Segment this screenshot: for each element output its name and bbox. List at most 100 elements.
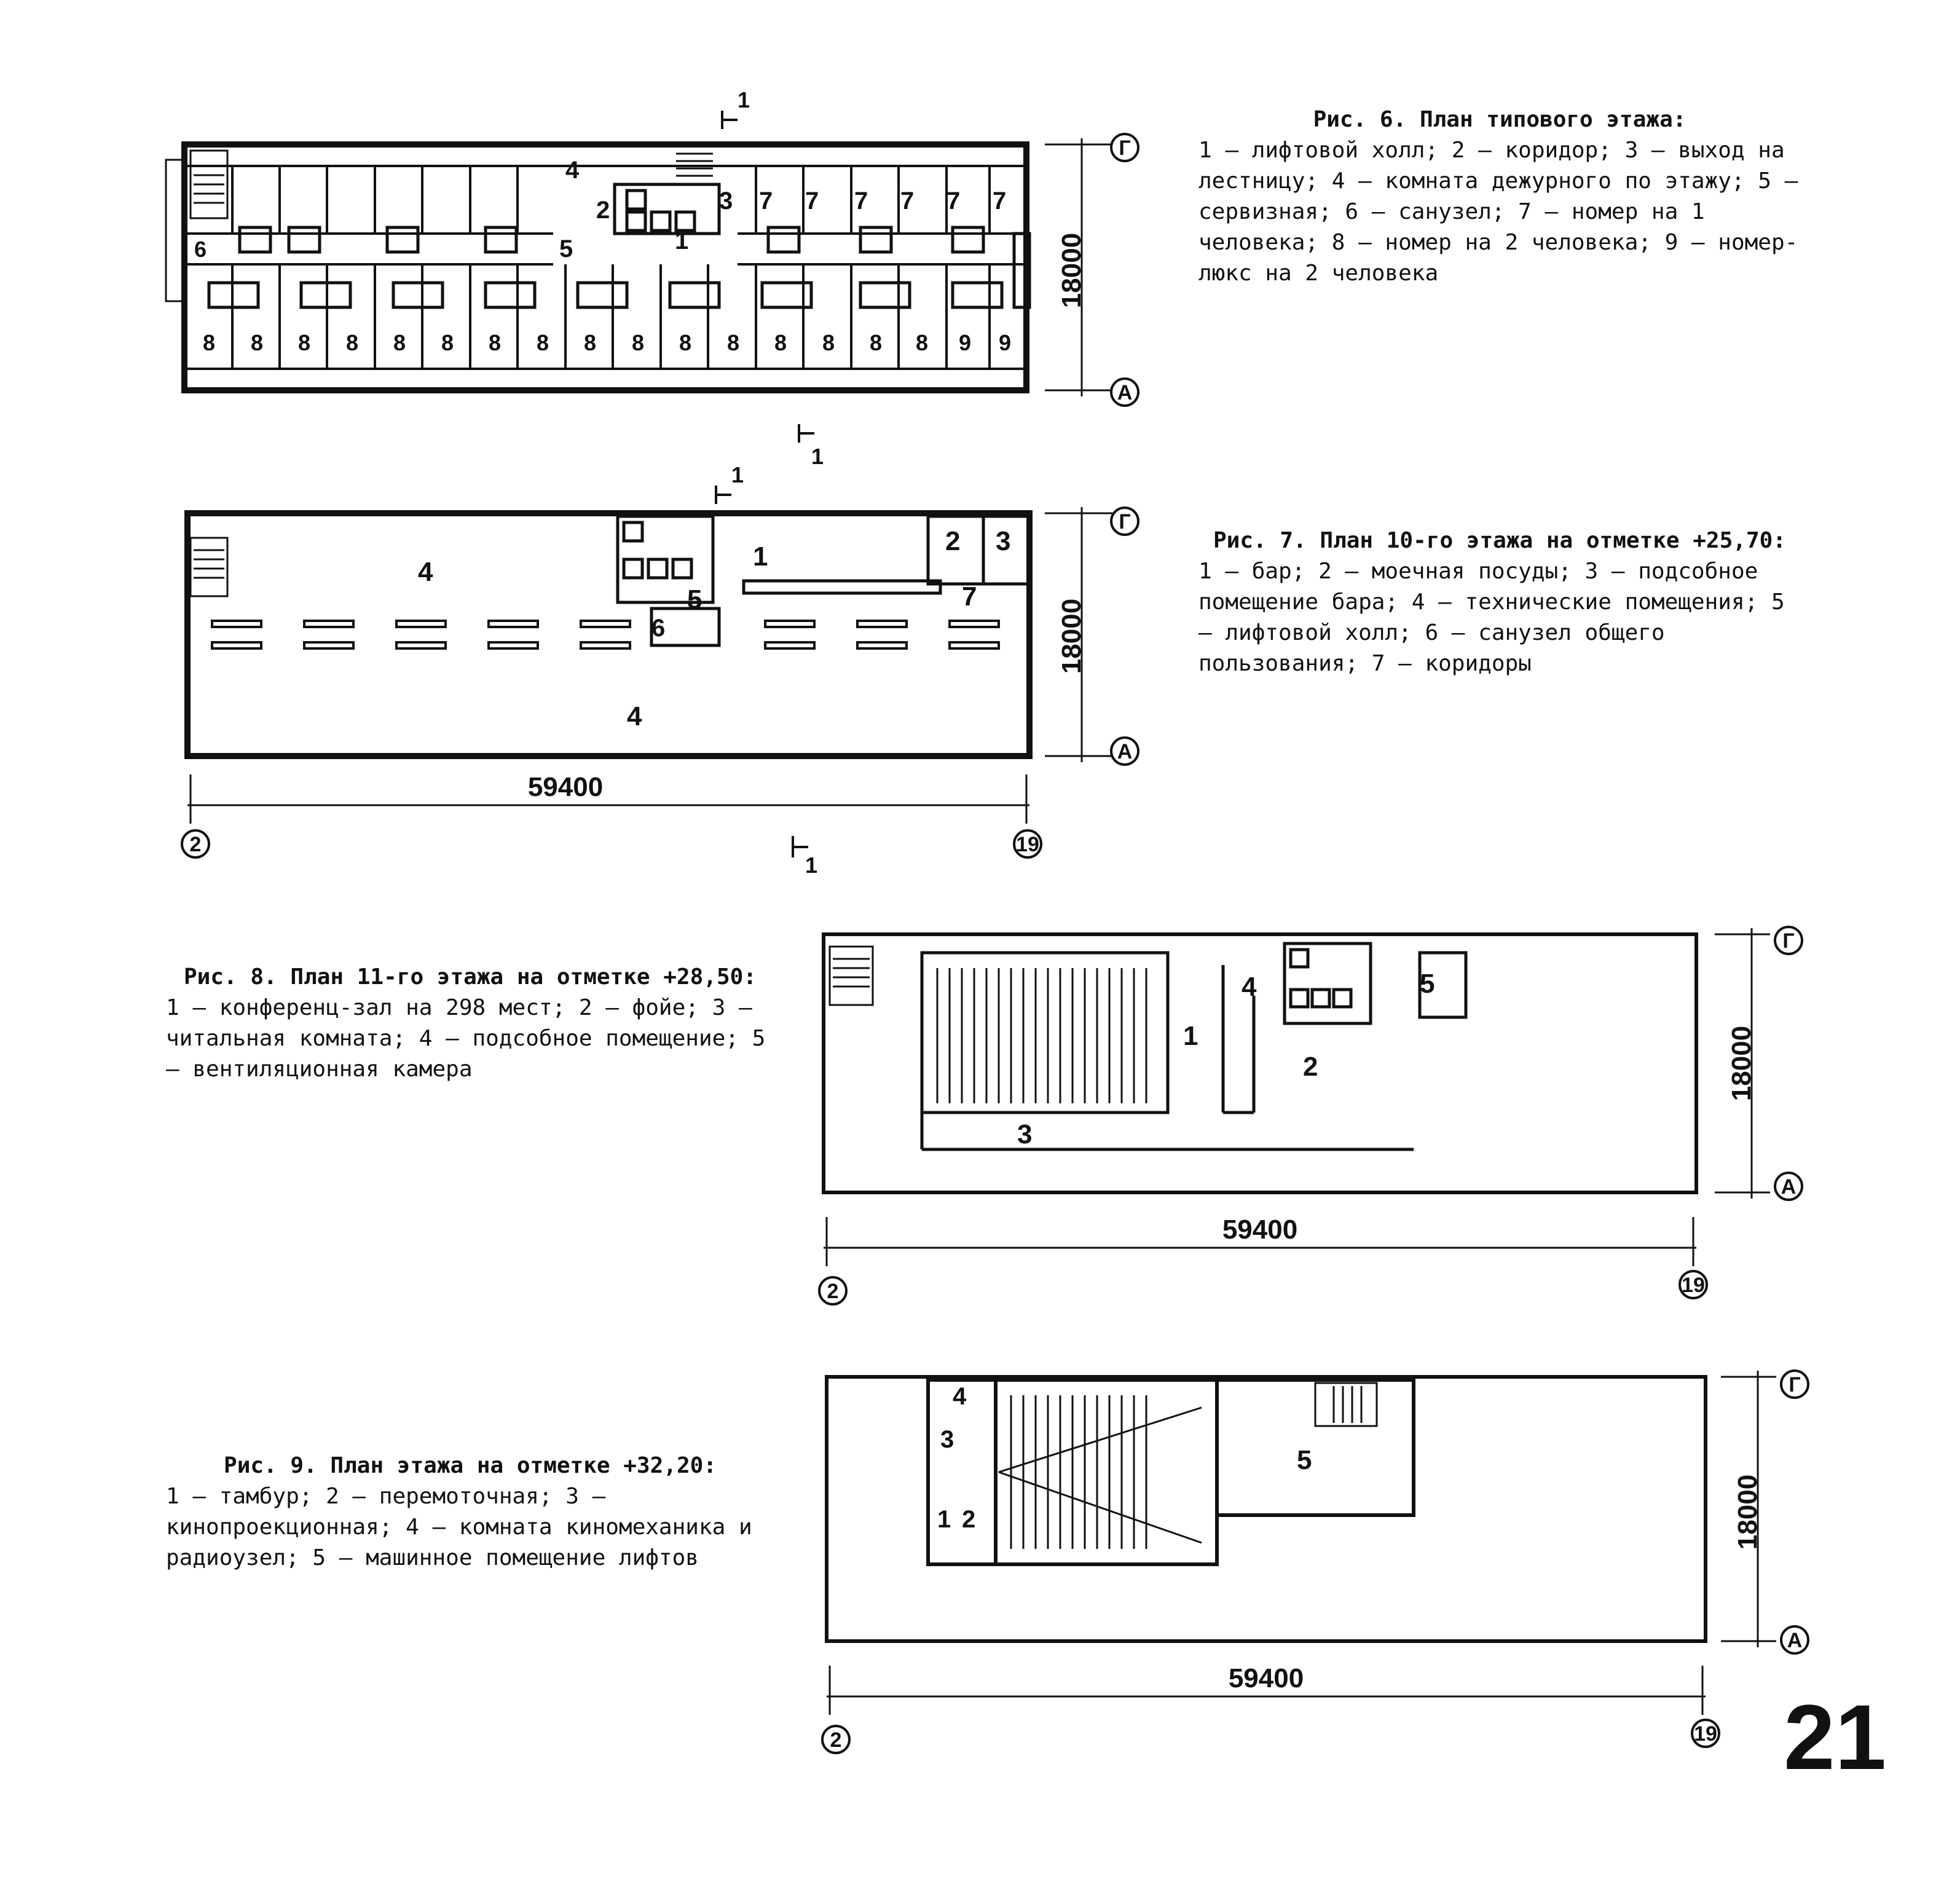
fig6-room-8-10: 8 — [632, 330, 644, 355]
plan8-hall-seating — [936, 968, 1147, 1103]
plan9-stair — [1314, 1382, 1378, 1427]
fig7-width-dimension: 59400 — [528, 772, 603, 802]
fig7-section-top: 1 — [731, 462, 744, 487]
fig7-caption-legend: 1 – бар; 2 – моечная посуды; 3 – подсобн… — [1198, 559, 1785, 676]
fig6-room-8-4: 8 — [346, 330, 358, 355]
fig8-room-5: 5 — [1420, 969, 1435, 999]
fig6-room-8-6: 8 — [441, 330, 454, 355]
fig6-room-1: 1 — [675, 227, 688, 254]
plan8-stair — [828, 945, 874, 1006]
fig9-caption-title: Рис. 9. План этажа на отметке +32,20: — [224, 1453, 717, 1478]
fig6-room-3: 3 — [719, 187, 733, 215]
fig6-room-9b: 9 — [999, 330, 1011, 355]
fig6-room-7a: 7 — [759, 187, 773, 215]
fig8-room-4: 4 — [1242, 972, 1257, 1002]
fig8-caption-title: Рис. 8. План 11-го этажа на отметке +28,… — [184, 964, 757, 990]
fig9-axis-right: 19 — [1694, 1722, 1717, 1746]
plan7-outline — [184, 510, 1033, 759]
fig7-section-bottom: 1 — [805, 853, 817, 878]
plan7-bar — [742, 514, 1031, 595]
fig6-room-8-12: 8 — [727, 330, 739, 355]
fig6-room-4: 4 — [565, 157, 580, 184]
plan8-conference-hall — [920, 951, 1414, 1151]
fig9-room-5: 5 — [1297, 1445, 1312, 1475]
fig7-caption-title: Рис. 7. План 10-го этажа на отметке +25,… — [1213, 528, 1786, 553]
fig7-room-3: 3 — [996, 526, 1010, 556]
fig6-axis-top: Г — [1119, 136, 1130, 160]
plan6-lift-core — [613, 152, 721, 235]
fig8-caption: Рис. 8. План 11-го этажа на отметке +28,… — [166, 962, 774, 1085]
fig6-caption: Рис. 6. План типового этажа: 1 – лифтово… — [1198, 104, 1801, 289]
fig6-room-7e: 7 — [947, 187, 960, 215]
plan-fig7 — [181, 486, 1139, 859]
plan-fig9 — [821, 1369, 1809, 1754]
fig8-width-dimension: 59400 — [1222, 1215, 1297, 1245]
fig6-section-top: 1 — [738, 87, 750, 112]
fig9-room-2: 2 — [962, 1506, 975, 1533]
fig8-axis-left: 2 — [827, 1280, 839, 1303]
plan8-lift-core — [1283, 942, 1468, 1025]
fig6-room-8-8: 8 — [537, 330, 549, 355]
fig8-dimension: 18000 — [1726, 1026, 1757, 1101]
fig6-room-8-9: 8 — [584, 330, 596, 355]
fig6-room-8-5: 8 — [393, 330, 406, 355]
fig6-room-7b: 7 — [805, 187, 819, 215]
plan9-seating — [998, 1395, 1202, 1549]
plan9-outline — [825, 1375, 1707, 1643]
fig8-axis-top: Г — [1782, 929, 1794, 953]
fig6-room-8-2: 8 — [251, 330, 263, 355]
plan9-projection-block — [926, 1378, 1415, 1566]
fig8-axis-bottom: А — [1781, 1175, 1797, 1199]
fig6-room-8-1: 8 — [203, 330, 215, 355]
plan7-lift-core — [616, 514, 721, 647]
fig9-axis-left: 2 — [830, 1728, 842, 1752]
fig7-dimension: 18000 — [1057, 599, 1087, 674]
plan7-ducts — [211, 620, 1000, 650]
fig6-room-9a: 9 — [959, 330, 971, 355]
fig7-axis-bottom: А — [1117, 740, 1133, 763]
page-number: 21 — [1784, 1685, 1886, 1789]
fig6-dimension: 18000 — [1057, 233, 1087, 308]
plan6-stair — [189, 149, 229, 219]
fig8-room-3: 3 — [1017, 1119, 1032, 1149]
fig6-room-7d: 7 — [900, 187, 914, 215]
plan-fig6 — [165, 111, 1139, 443]
fig7-axis-left: 2 — [190, 833, 202, 856]
fig6-caption-legend: 1 – лифтовой холл; 2 – коридор; 3 – выхо… — [1198, 138, 1798, 286]
fig7-room-2: 2 — [945, 526, 960, 556]
fig6-room-8-16: 8 — [916, 330, 928, 355]
fig8-axis-right: 19 — [1682, 1274, 1705, 1297]
fig9-caption-legend: 1 – тамбур; 2 – перемоточная; 3 – кинопр… — [166, 1484, 752, 1570]
fig6-room-2: 2 — [596, 197, 610, 224]
fig9-room-1: 1 — [937, 1506, 951, 1533]
fig6-axis-bottom: А — [1117, 381, 1133, 404]
fig6-room-6: 6 — [194, 237, 207, 262]
fig9-dimension: 18000 — [1733, 1475, 1763, 1550]
fig6-room-8-3: 8 — [298, 330, 310, 355]
fig8-room-2: 2 — [1303, 1052, 1318, 1082]
fig9-room-4: 4 — [953, 1383, 967, 1410]
fig9-room-3: 3 — [940, 1426, 954, 1453]
fig9-axis-bottom: А — [1787, 1629, 1803, 1652]
fig7-room-4b: 4 — [627, 701, 642, 731]
fig9-width-dimension: 59400 — [1229, 1663, 1304, 1693]
plan-labels: 18000 Г А 1 1 4 1 2 3 5 6 7 7 7 7 7 7 8 … — [190, 87, 1803, 1752]
fig6-room-7c: 7 — [854, 187, 868, 215]
fig6-section-bottom: 1 — [811, 444, 824, 469]
fig7-room-5: 5 — [687, 585, 702, 615]
fig6-room-5: 5 — [559, 235, 573, 262]
fig6-room-8-11: 8 — [679, 330, 691, 355]
fig7-room-4a: 4 — [418, 557, 433, 587]
plan6-bathrooms — [207, 226, 1004, 309]
fig8-caption-legend: 1 – конференц-зал на 298 мест; 2 – фойе;… — [166, 995, 766, 1082]
fig6-room-8-13: 8 — [774, 330, 787, 355]
plan7-stair — [189, 537, 229, 597]
fig6-room-7f: 7 — [993, 187, 1006, 215]
plan8-outline — [822, 932, 1698, 1194]
fig8-room-1: 1 — [1183, 1021, 1198, 1051]
fig7-caption: Рис. 7. План 10-го этажа на отметке +25,… — [1198, 526, 1801, 679]
fig9-caption: Рис. 9. План этажа на отметке +32,20: 1 … — [166, 1451, 774, 1574]
fig7-axis-top: Г — [1119, 510, 1130, 534]
